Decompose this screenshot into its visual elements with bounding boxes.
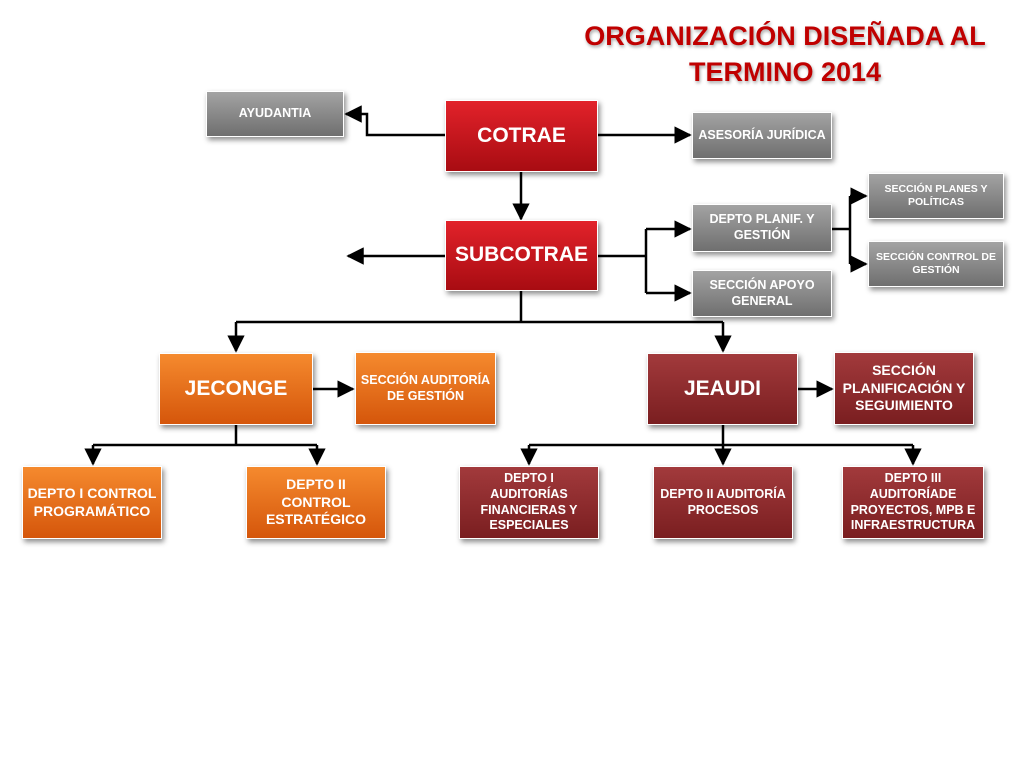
page-title: ORGANIZACIÓN DISEÑADA AL TERMINO 2014: [540, 18, 1024, 90]
node-seccion-planes-politicas: SECCIÓN PLANES Y POLÍTICAS: [868, 173, 1004, 219]
node-seccion-apoyo-general: SECCIÓN APOYO GENERAL: [692, 270, 832, 317]
title-line-1: ORGANIZACIÓN DISEÑADA AL: [584, 21, 986, 51]
node-depto1-control-programatico: DEPTO I CONTROL PROGRAMÁTICO: [22, 466, 162, 539]
node-cotrae: COTRAE: [445, 100, 598, 172]
node-subcotrae: SUBCOTRAE: [445, 220, 598, 291]
node-depto3-auditoria-proyectos: DEPTO III AUDITORÍADE PROYECTOS, MPB E I…: [842, 466, 984, 539]
node-depto1-auditorias-financieras: DEPTO I AUDITORÍAS FINANCIERAS Y ESPECIA…: [459, 466, 599, 539]
node-seccion-auditoria-gestion: SECCIÓN AUDITORÍA DE GESTIÓN: [355, 352, 496, 425]
node-jeaudi: JEAUDI: [647, 353, 798, 425]
node-jeconge: JECONGE: [159, 353, 313, 425]
node-ayudantia: AYUDANTIA: [206, 91, 344, 137]
node-depto2-control-estrategico: DEPTO II CONTROL ESTRATÉGICO: [246, 466, 386, 539]
node-asesoria-juridica: ASESORÍA JURÍDICA: [692, 112, 832, 159]
connector-cotrae-ayudantia: [344, 105, 445, 137]
node-depto2-auditoria-procesos: DEPTO II AUDITORÍA PROCESOS: [653, 466, 793, 539]
node-seccion-control-gestion: SECCIÓN CONTROL DE GESTIÓN: [868, 241, 1004, 287]
title-line-2: TERMINO 2014: [688, 57, 882, 87]
node-depto-planif-gestion: DEPTO PLANIF. Y GESTIÓN: [692, 204, 832, 252]
node-seccion-planificacion-seguimiento: SECCIÓN PLANIFICACIÓN Y SEGUIMIENTO: [834, 352, 974, 425]
